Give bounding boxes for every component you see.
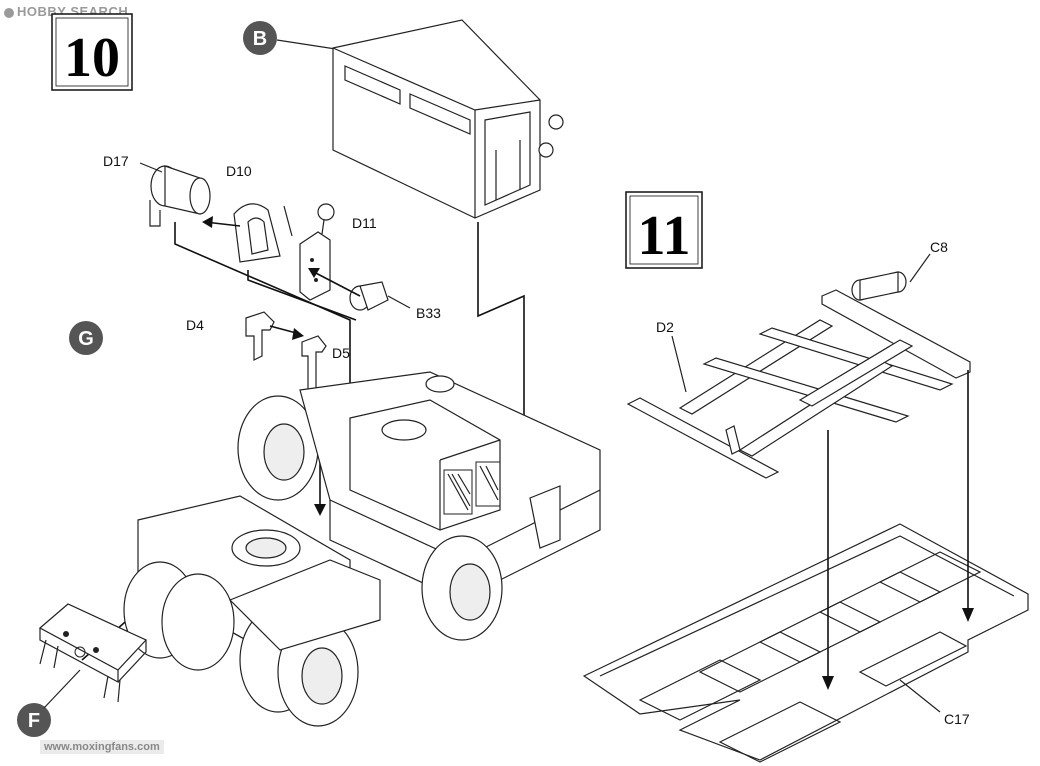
label-d2: D2 [656, 319, 674, 335]
svg-text:G: G [78, 328, 94, 350]
step-10-number: 10 [64, 27, 120, 89]
truck-chassis [123, 371, 601, 727]
step-11-number: 11 [638, 205, 691, 267]
label-d11: D11 [352, 215, 377, 231]
label-d4: D4 [186, 317, 204, 333]
part-d11: D11 [299, 203, 377, 301]
part-d5: D5 [301, 335, 350, 393]
part-d10: D10 [226, 163, 293, 263]
label-c17: C17 [944, 711, 970, 727]
callout-f: F [17, 669, 81, 737]
assembly-arrows-step11 [822, 370, 974, 690]
watermark-bottom: www.moxingfans.com [40, 740, 164, 754]
callout-g: G [69, 321, 103, 355]
part-b33: B33 [349, 281, 441, 321]
label-b33: B33 [416, 305, 441, 321]
part-c17-floor: C17 [582, 523, 1029, 763]
part-c8: C8 [821, 239, 971, 379]
part-b-hood [332, 19, 564, 219]
label-d17: D17 [103, 153, 129, 169]
part-f-hitch [38, 603, 148, 703]
step-10-box: 10 [51, 13, 133, 91]
step-11-box: 11 [625, 191, 703, 269]
part-d4: D4 [186, 311, 275, 361]
label-d10: D10 [226, 163, 252, 179]
svg-text:F: F [28, 710, 40, 732]
part-d17: D17 [103, 153, 211, 227]
label-d5: D5 [332, 345, 350, 361]
label-c8: C8 [930, 239, 948, 255]
watermark-logo-icon [4, 7, 14, 18]
part-d2-frame: D2 [626, 319, 954, 479]
svg-text:B: B [253, 28, 267, 50]
